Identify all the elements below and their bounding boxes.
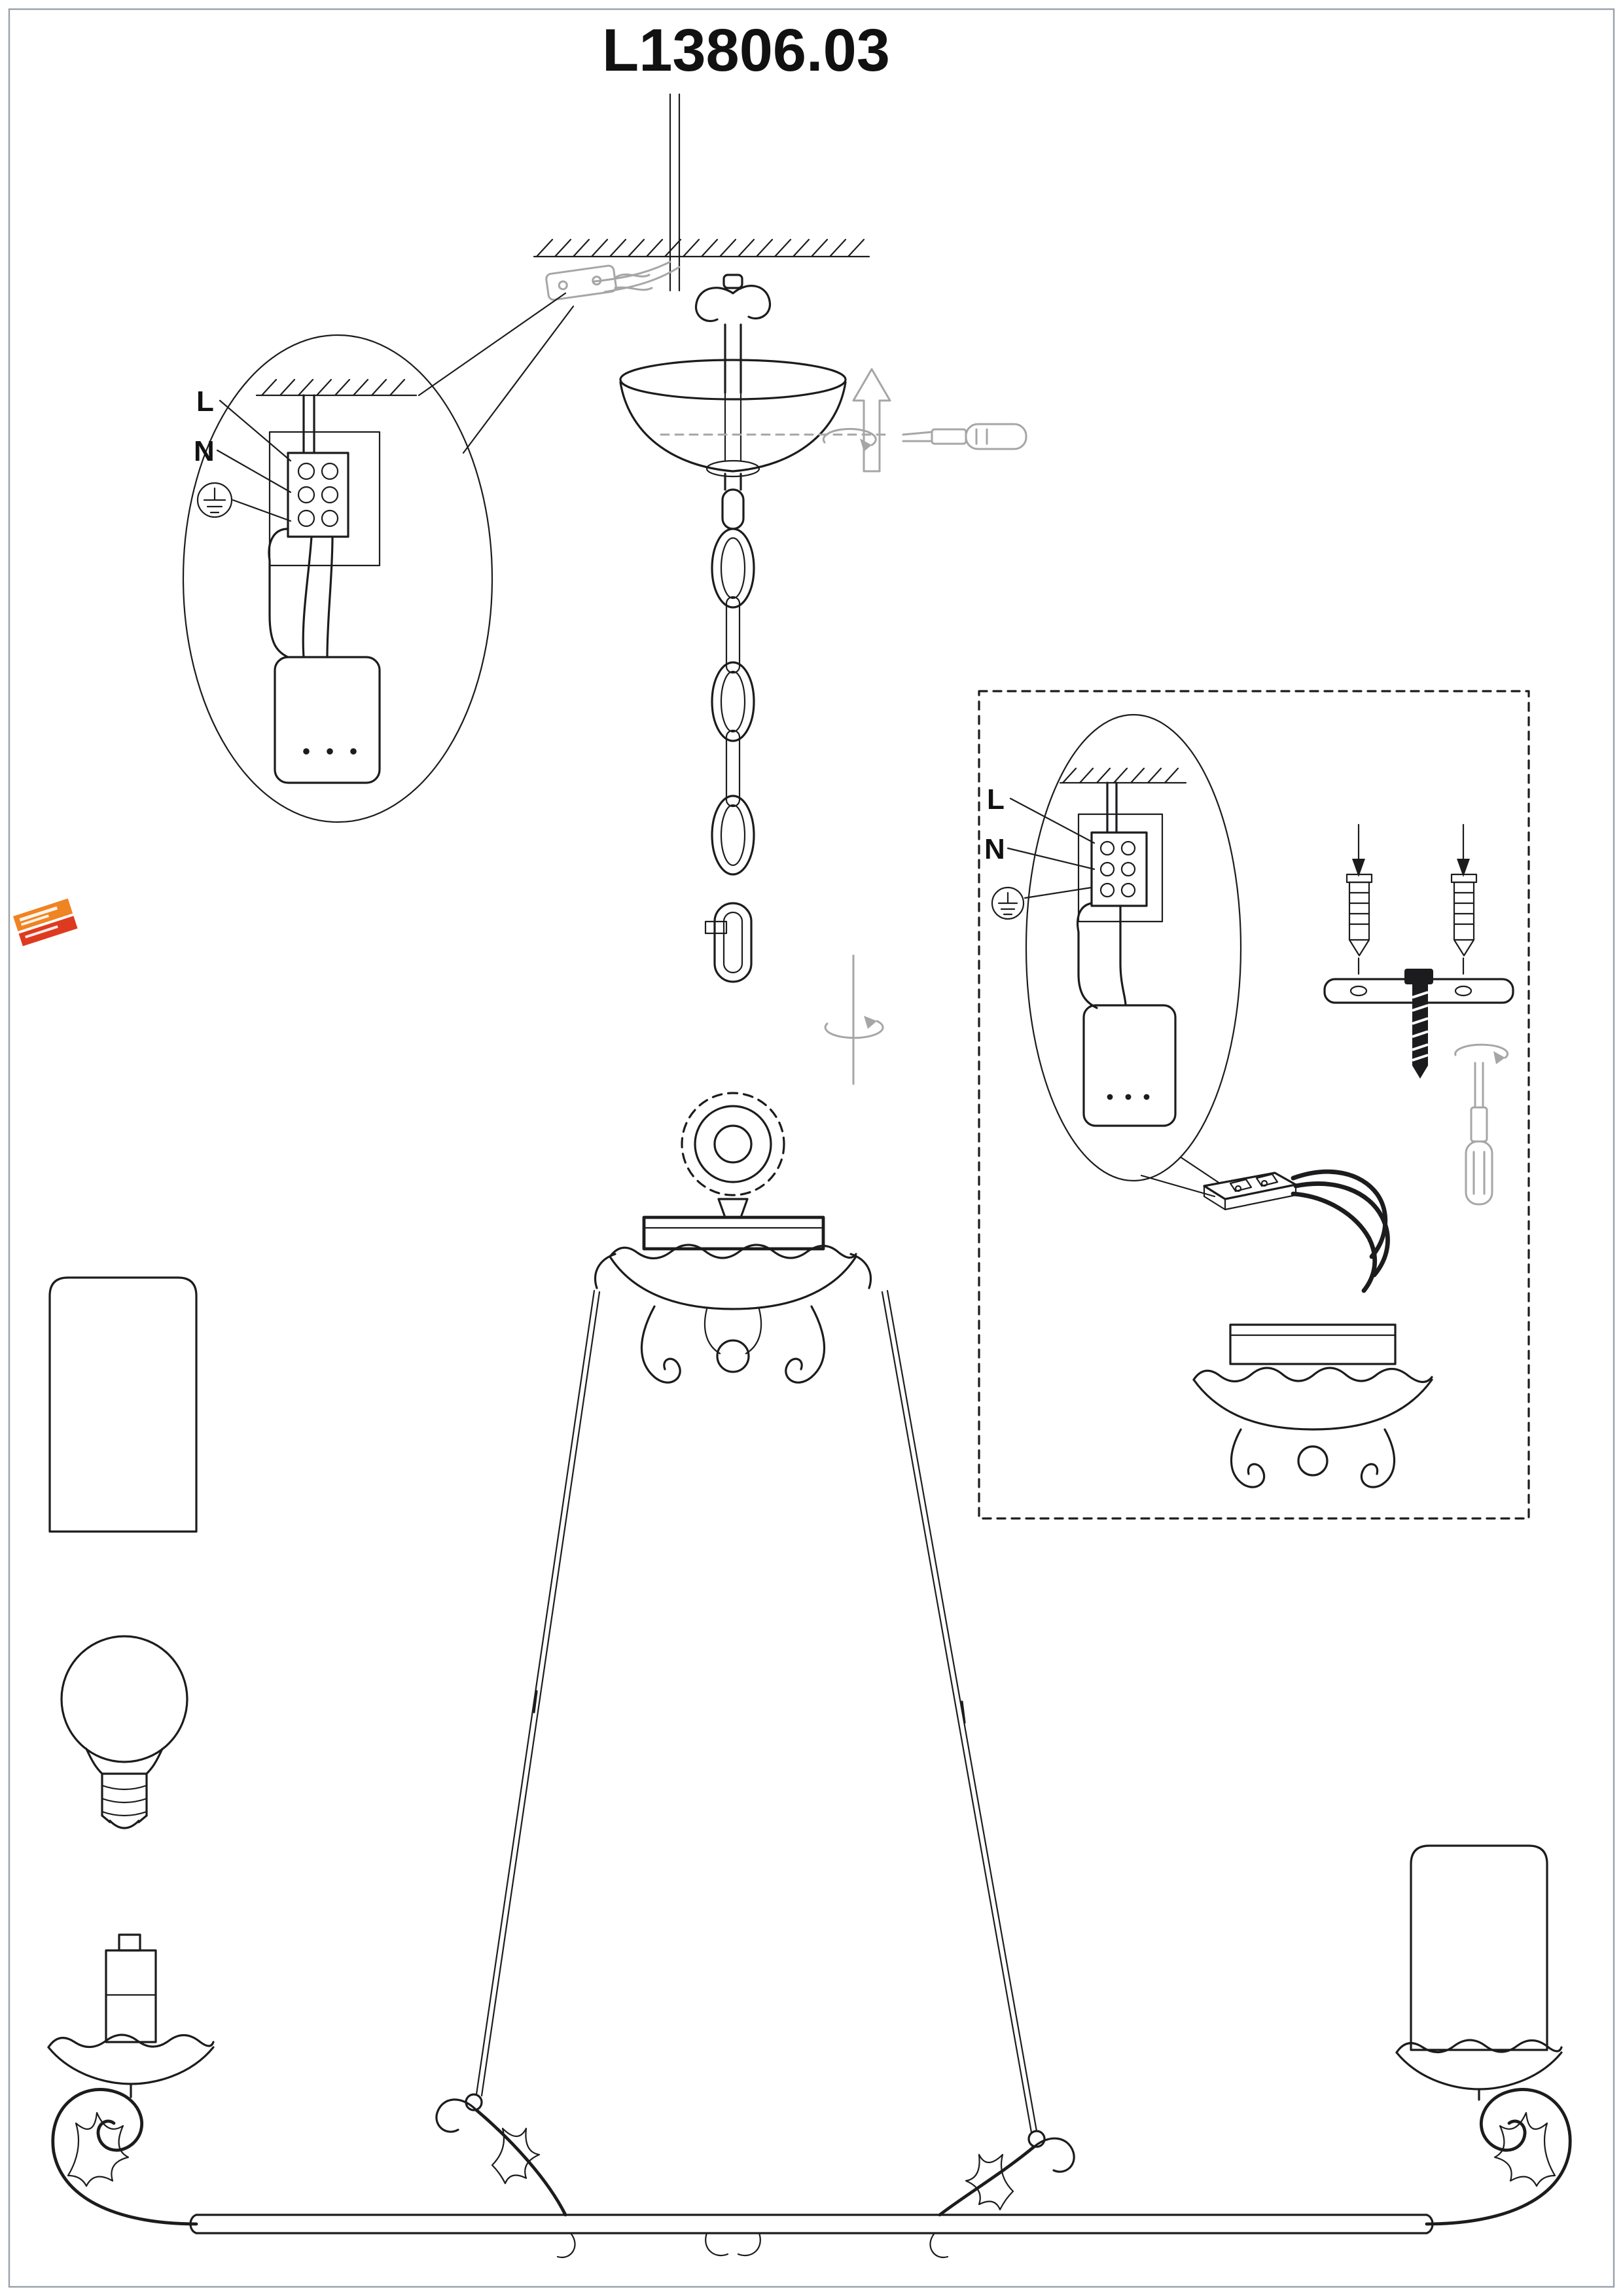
scroll-mid-left xyxy=(435,2098,576,2259)
mounting-bracket-faint xyxy=(545,264,653,301)
suspension-rod-left xyxy=(465,1289,601,2111)
live-leader-line xyxy=(219,399,292,462)
junction-box-cover-right xyxy=(1082,1004,1177,1127)
hanging-loop xyxy=(681,1092,785,1219)
earth-ground-icon xyxy=(196,482,292,522)
neutral-leader-line xyxy=(216,449,292,493)
ceiling-hatch xyxy=(533,238,870,258)
scroll-mid-right xyxy=(929,2137,1075,2259)
conduit-wires xyxy=(302,394,315,454)
terminal-block xyxy=(287,452,349,538)
callout-pointer-right xyxy=(1140,1156,1221,1198)
rotate-screw-icon xyxy=(824,954,884,1085)
wiring-callout-left: L N xyxy=(182,292,575,823)
brand-stamp xyxy=(13,898,78,946)
bracket-with-wires xyxy=(1203,1169,1390,1293)
wires-to-cover-right xyxy=(1077,902,1127,1009)
scroll-left xyxy=(51,2088,198,2226)
wiring-callout-right: L N xyxy=(984,713,1242,1198)
callout-pointer-lines xyxy=(418,292,575,454)
bobeche xyxy=(594,1244,872,1384)
candle-holder-left xyxy=(47,1933,215,2098)
terminal-block-right xyxy=(1090,831,1148,907)
conduit-wires-right xyxy=(1106,781,1118,834)
drop-wires xyxy=(593,93,681,293)
callout-oval-left xyxy=(182,334,493,823)
fixing-hardware xyxy=(1323,823,1514,1206)
neutral-leader-right xyxy=(1007,847,1096,870)
junction-box-cover xyxy=(274,656,381,784)
ceiling-mount-diagram xyxy=(533,93,1027,1085)
canopy xyxy=(619,359,847,491)
earth-ground-icon-right xyxy=(991,886,1093,920)
page-border xyxy=(8,8,1615,2288)
callout-oval-right xyxy=(1025,713,1242,1182)
wall-anchor xyxy=(1346,873,1478,975)
bulb-part xyxy=(60,1635,188,1829)
callout-ceiling-hatch xyxy=(255,378,418,397)
candle-holder-right xyxy=(1395,1844,1563,2101)
ground-wire xyxy=(268,528,289,658)
neutral-label-right: N xyxy=(984,833,1005,865)
rotate-arrow-icon xyxy=(822,427,877,452)
up-arrow-icon xyxy=(852,368,891,473)
candle-sleeve-part xyxy=(48,1276,198,1533)
scroll-right xyxy=(1425,2088,1572,2226)
callout-ceiling-hatch-right xyxy=(1059,767,1187,784)
top-plate xyxy=(642,1215,825,1251)
wires-to-cover xyxy=(302,535,334,658)
screwdriver-vertical-icon xyxy=(1454,1043,1509,1206)
frame-bar xyxy=(189,2214,1434,2257)
live-leader-right xyxy=(1009,797,1096,844)
page-title: L13806.03 xyxy=(602,17,890,84)
canopy-plate-assembly xyxy=(1192,1323,1433,1488)
live-label-right: L xyxy=(987,783,1005,816)
quick-link xyxy=(704,902,753,983)
chain xyxy=(711,488,755,876)
screwdriver-icon xyxy=(902,423,1027,450)
neutral-label: N xyxy=(194,435,215,467)
hook-ornament xyxy=(694,274,772,394)
down-arrow-icon xyxy=(1352,823,1470,877)
live-label: L xyxy=(196,386,214,418)
installation-inset-box: L N xyxy=(978,690,1530,1520)
bracket-outline xyxy=(268,431,381,567)
suspension-rod-right xyxy=(881,1289,1046,2148)
screw xyxy=(1404,969,1433,1079)
inset-box-border xyxy=(978,690,1530,1520)
chandelier-body xyxy=(47,1092,1572,2259)
